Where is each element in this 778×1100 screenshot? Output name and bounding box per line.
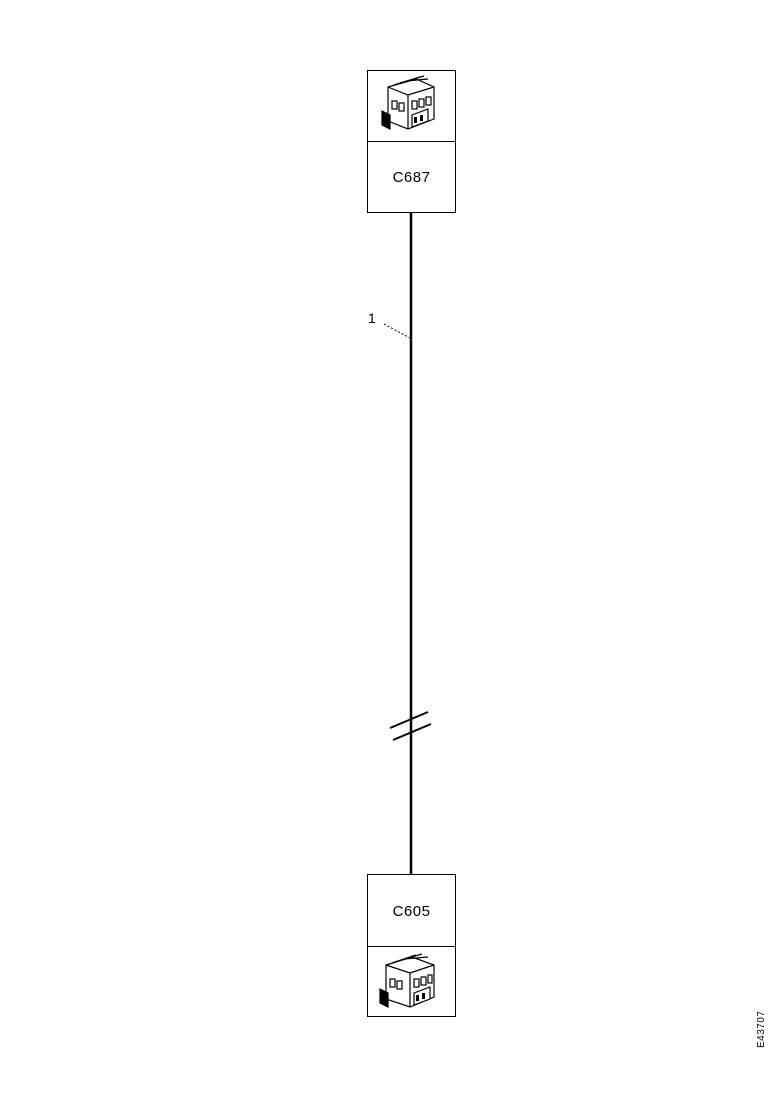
wire-callout-number: 1 bbox=[368, 310, 376, 326]
connector-top-divider bbox=[368, 141, 455, 142]
connector-top-label: C687 bbox=[392, 168, 431, 186]
connector-top-image bbox=[368, 71, 455, 141]
connector-bottom-label: C605 bbox=[392, 902, 431, 920]
connector-icon bbox=[381, 75, 435, 130]
connector-bottom: C605 bbox=[367, 874, 456, 1017]
connector-bottom-divider bbox=[368, 946, 455, 947]
wire-break-marker bbox=[389, 711, 432, 741]
connector-icon bbox=[379, 953, 435, 1008]
wire-callout-leader bbox=[383, 323, 411, 339]
drawing-id: E43707 bbox=[756, 1010, 767, 1048]
connector-bottom-image bbox=[368, 947, 455, 1017]
connector-top: C687 bbox=[367, 70, 456, 213]
